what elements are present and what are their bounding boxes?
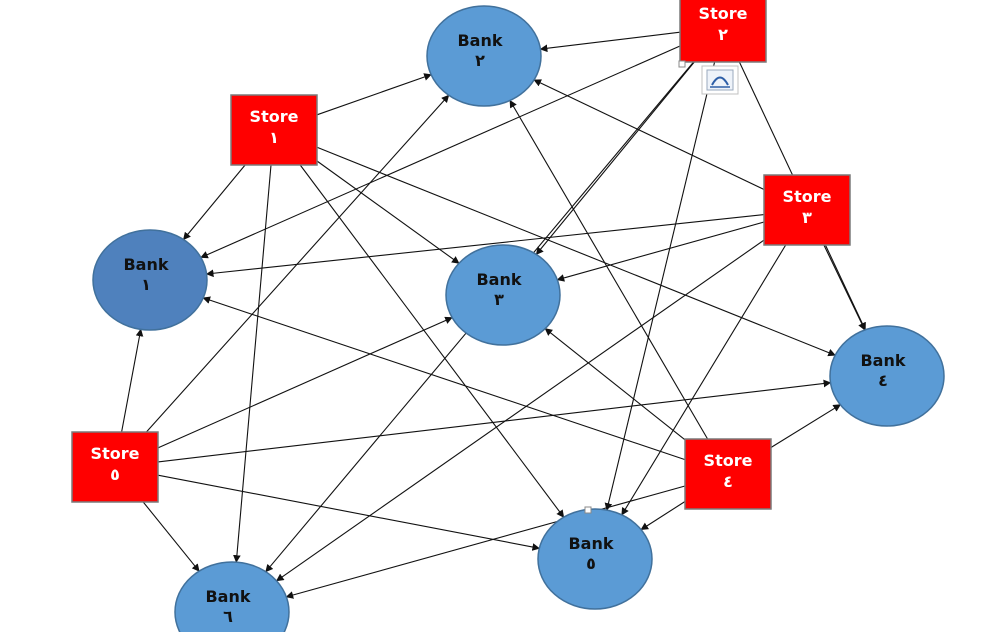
store-shape [230, 94, 318, 166]
store-node-4[interactable]: Store ٤ [684, 438, 772, 510]
store-label: Store [704, 451, 753, 470]
bank-shape [92, 229, 208, 331]
store-number: ٢ [718, 25, 728, 44]
edge-store3-to-bank3 [556, 221, 765, 282]
store-shape [71, 431, 159, 503]
store-shape [763, 174, 851, 246]
edge-store4-to-bank1 [202, 296, 686, 461]
edge-store4-to-bank3 [544, 328, 686, 441]
bank-shape [537, 508, 653, 610]
edge-store2-to-bank1 [200, 45, 681, 259]
store-label: Store [699, 4, 748, 23]
bank-number: ٥ [586, 554, 596, 573]
edge-store3-to-bank1 [205, 214, 765, 278]
edge-store1-to-bank3 [316, 160, 460, 264]
bank-label: Bank [205, 587, 250, 606]
store-node-5[interactable]: Store ٥ [71, 431, 159, 503]
bank-label: Bank [860, 351, 905, 370]
store-number: ٥ [110, 465, 120, 484]
edge-store2-to-bank5 [604, 61, 716, 511]
bank-label: Bank [457, 31, 502, 50]
bank-label: Bank [123, 255, 168, 274]
store-shape [684, 438, 772, 510]
selection-handle[interactable] [678, 60, 686, 68]
bank-label: Bank [476, 270, 521, 289]
bank-number: ٣ [494, 290, 504, 309]
bank-number: ٤ [878, 371, 888, 390]
bank-shape [426, 5, 542, 107]
store-label: Store [250, 107, 299, 126]
edge-store3-to-bank6 [275, 239, 765, 582]
edge-store1-to-bank6 [233, 164, 272, 563]
edge-store4-to-bank4 [770, 404, 842, 448]
edge-store5-to-bank1 [121, 328, 144, 433]
store-label: Store [783, 187, 832, 206]
store-shape [679, 0, 767, 63]
selection-handle[interactable] [584, 506, 592, 514]
layout-options-icon[interactable] [701, 65, 739, 95]
edge-store1-to-bank4 [316, 146, 836, 357]
edge-store5-to-bank5 [157, 474, 541, 551]
edge-store3-to-bank4 [823, 244, 866, 331]
bank-number: ١ [141, 275, 151, 294]
edge-store4-to-bank6 [285, 485, 686, 599]
store-number: ٣ [802, 208, 812, 227]
store-number: ١ [269, 128, 279, 147]
store-node-1[interactable]: Store ١ [230, 94, 318, 166]
edge-store2-to-bank3 [535, 61, 695, 255]
edge-store1-to-bank1 [183, 164, 246, 241]
edge-store3-to-bank2 [533, 79, 765, 190]
nodes-layer: Bank١Bank٢Bank٣Bank٤Bank٥Bank٦Store١Stor… [71, 0, 945, 632]
edge-store3-to-bank5 [621, 244, 787, 516]
bank-label: Bank [568, 534, 613, 553]
bank-shape [829, 325, 945, 427]
bank-number: ٦ [223, 607, 233, 626]
edge-store4-to-bank2 [509, 99, 709, 440]
edge-store5-to-bank6 [142, 501, 200, 572]
store-label: Store [91, 444, 140, 463]
edge-store2-to-bank2 [539, 31, 681, 53]
edge-store4-to-bank5 [640, 501, 686, 531]
bank-shape [174, 561, 290, 632]
bank-number: ٢ [475, 51, 485, 70]
store-node-3[interactable]: Store ٣ [763, 174, 851, 246]
bank-shape [445, 244, 561, 346]
edge-store5-to-bank2 [145, 94, 450, 433]
edge-store5-to-bank4 [157, 379, 832, 463]
store-node-2[interactable]: Store ٢ [679, 0, 767, 63]
store-number: ٤ [723, 472, 733, 491]
edge-store1-to-bank2 [316, 73, 432, 116]
edge-store1-to-bank5 [299, 164, 565, 518]
edges-layer [121, 31, 866, 599]
edge-store5-to-bank3 [157, 316, 453, 449]
